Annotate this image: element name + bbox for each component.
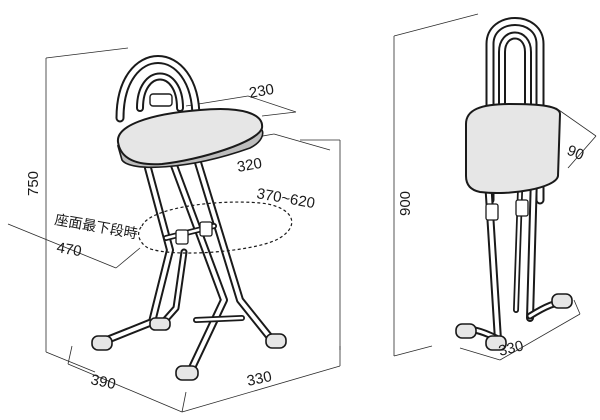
base-width-label: 330: [245, 368, 273, 390]
folded-feet: [455, 293, 573, 351]
seat-width-label: 320: [236, 155, 264, 176]
right-dimension-lines: [393, 13, 597, 361]
right-view: [393, 13, 597, 361]
folded-width-label: 330: [497, 337, 525, 360]
folded-depth-label: 90: [565, 142, 587, 164]
left-view: [7, 47, 341, 413]
overall-height-label: 750: [25, 171, 42, 196]
folded-clamps: [485, 199, 529, 221]
folded-frame: [484, 17, 545, 344]
seat-height-range-label: 370~620: [255, 185, 316, 212]
lowest-seat-note: 座面最下段時: [53, 212, 139, 242]
lowest-seat-depth-label: 470: [55, 239, 83, 260]
left-dimension-lines: [7, 47, 341, 413]
chair-feet: [91, 317, 287, 381]
chair-leg-frame: [98, 152, 276, 376]
base-depth-label: 390: [89, 371, 117, 393]
chair-seat: [116, 108, 264, 169]
chair-back-frame: [115, 55, 201, 123]
folded-height-label: 900: [397, 191, 414, 216]
seat-depth-label: 230: [248, 81, 276, 102]
folded-seat: [465, 102, 562, 195]
lowest-seat-outline: [138, 201, 293, 254]
